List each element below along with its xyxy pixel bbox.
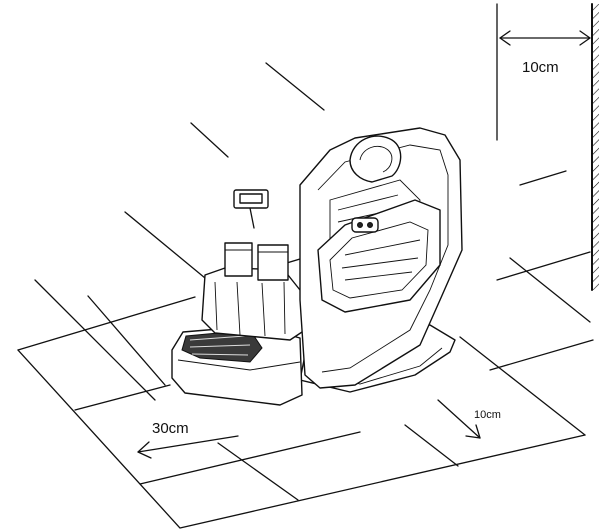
massage-chair — [171, 127, 463, 406]
front-clearance-dimension: 30cm — [137, 420, 239, 459]
wall-gap-label: 10cm — [522, 59, 559, 76]
wall-clearance-dimension: 10cm — [496, 3, 591, 141]
front-gap-label: 30cm — [152, 420, 189, 437]
wall — [591, 3, 599, 291]
side-clearance-dimension: 10cm — [437, 399, 501, 439]
floor-grid — [17, 62, 594, 529]
side-gap-label: 10cm — [474, 409, 501, 421]
